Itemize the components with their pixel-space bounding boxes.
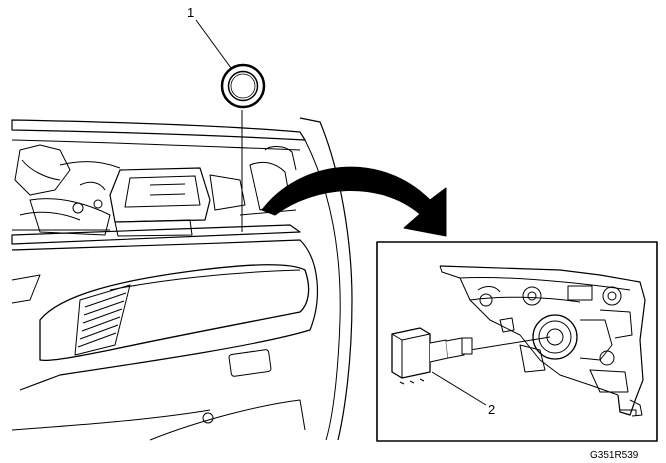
- vehicle-front: [11, 117, 353, 441]
- headlamp-assembly: [439, 265, 646, 417]
- radiator-support: [11, 224, 301, 245]
- hood: [11, 119, 306, 141]
- bulb-axis: [469, 336, 551, 351]
- headlamp-lens: [39, 264, 310, 362]
- figure-code: G351R539: [590, 450, 639, 461]
- fog-lamp-opening: [228, 349, 272, 377]
- callout-2-label: 2: [488, 402, 495, 417]
- fog-vent: [74, 284, 131, 356]
- direction-arrow: [261, 166, 447, 237]
- fender: [299, 117, 353, 441]
- bumper-fascia: [11, 239, 318, 391]
- engine-bay: [12, 144, 297, 237]
- leader-line-1: [195, 19, 232, 69]
- callout-1-label: 1: [187, 5, 194, 20]
- leader-line-2: [431, 371, 487, 406]
- access-cap: [220, 63, 266, 109]
- lamp-socket: [532, 314, 578, 360]
- bulb-ballast: [391, 327, 473, 385]
